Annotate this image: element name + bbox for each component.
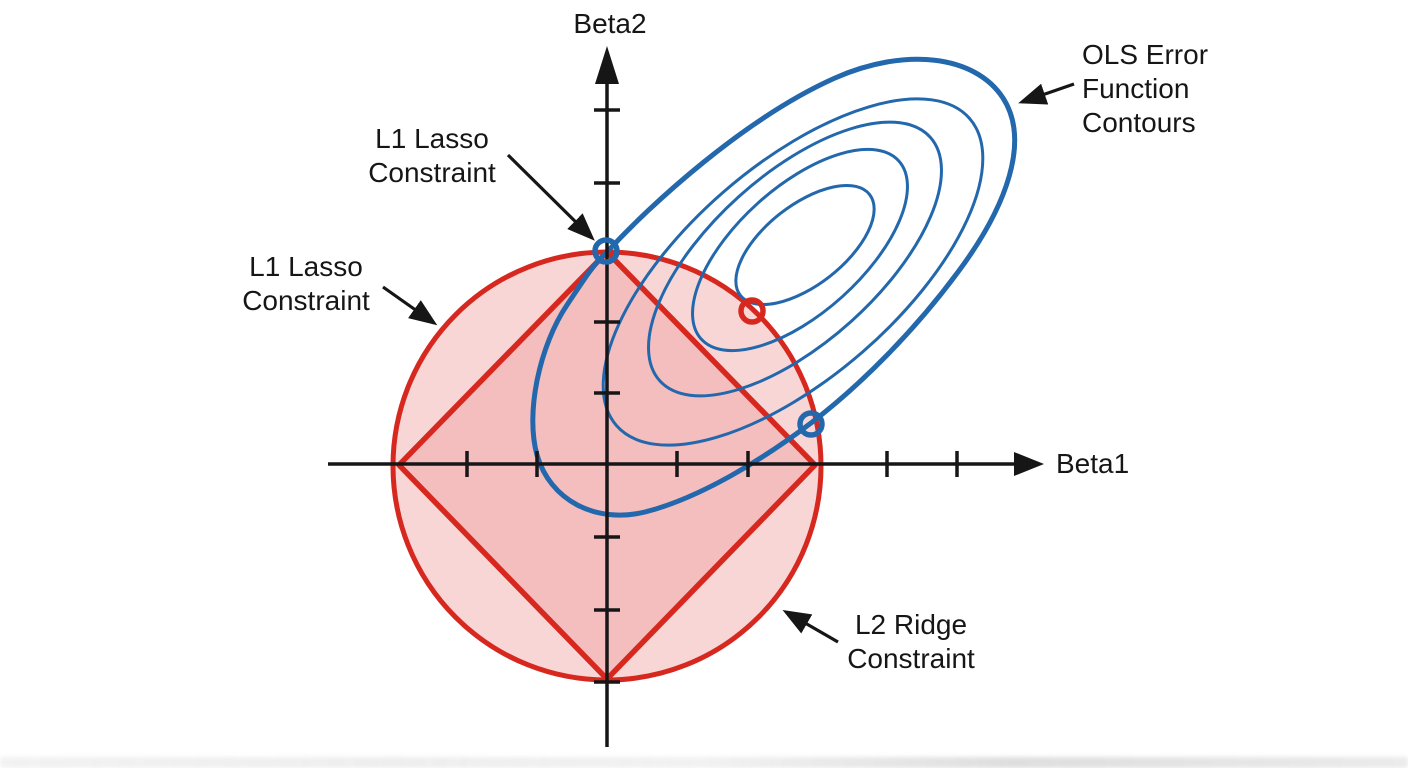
label-line: L1 Lasso: [249, 251, 363, 282]
label-line: Constraint: [242, 285, 370, 316]
ols-contour-inner-2: [691, 147, 909, 353]
arrow-to-lasso-solution: [506, 153, 595, 241]
label-line: Function: [1082, 73, 1190, 104]
arrow-to-circle-bottom-edge: [782, 610, 839, 644]
label-line: Constraint: [847, 643, 975, 674]
l2-ridge-constraint-label: L2 Ridge Constraint: [811, 608, 1011, 676]
y-axis-arrowhead: [595, 46, 619, 84]
l1-lasso-constraint-label-left: L1 Lasso Constraint: [206, 250, 406, 318]
bottom-artifact-strip: [0, 757, 1408, 768]
lasso-solution-marker: [592, 237, 620, 265]
ols-contour-inner-3: [647, 120, 943, 398]
label-line: L2 Ridge: [854, 609, 968, 640]
label-line: OLS Error: [1082, 39, 1209, 70]
ols-contour-inner-4: [601, 97, 985, 447]
beta1-axis-label: Beta1: [1056, 448, 1130, 479]
arrow-to-outer-contour: [1018, 82, 1075, 105]
ols-error-function-contours-label: OLS Error Function Contours: [1082, 38, 1208, 140]
y-axis-ticks: [594, 108, 620, 684]
label-line: L1 Lasso: [375, 123, 489, 154]
ols-contour-outer: [530, 56, 1018, 518]
ols-contours-inner-group: [601, 97, 985, 447]
x-axis-ticks: [465, 451, 959, 477]
arrow-to-circle-left-edge: [382, 285, 438, 326]
ols-contour-inner-1: [734, 183, 876, 307]
l1-lasso-constraint-label-top: L1 Lasso Constraint: [332, 122, 532, 190]
annotation-arrows: [382, 82, 1075, 644]
x-axis-arrowhead: [1014, 452, 1044, 476]
ridge-solution-marker: [738, 297, 766, 325]
contour-circle-intersection-marker: [797, 410, 825, 438]
solution-markers: [592, 237, 825, 438]
beta2-axis-label: Beta2: [573, 8, 647, 39]
label-line: Constraint: [368, 157, 496, 188]
label-line: Contours: [1082, 107, 1196, 138]
